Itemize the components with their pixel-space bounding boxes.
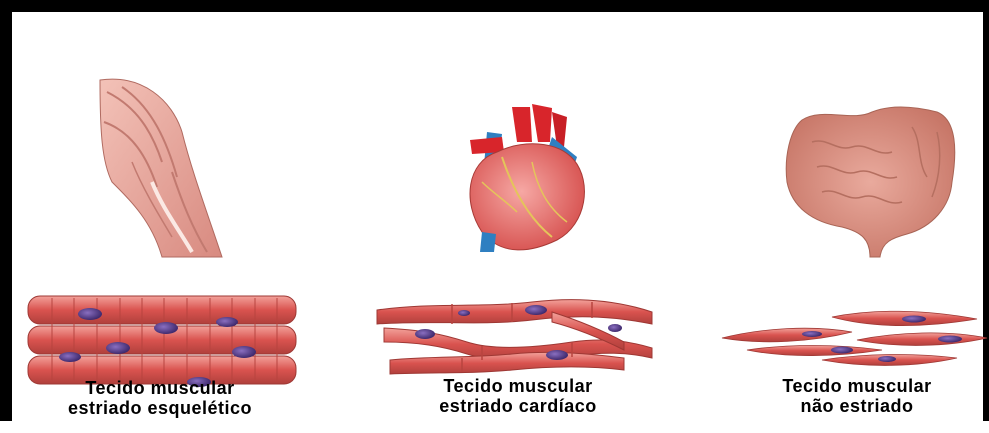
muscle-tissue-figure <box>12 12 989 433</box>
cardiac-muscle-fibers <box>377 300 652 374</box>
caption-smooth-line1: Tecido muscular <box>752 376 962 396</box>
caption-cardiac-line2: estriado cardíaco <box>408 396 628 416</box>
caption-cardiac-line1: Tecido muscular <box>408 376 628 396</box>
caption-smooth-line2: não estriado <box>752 396 962 416</box>
heart-illustration <box>470 104 584 252</box>
smooth-muscle-cells <box>722 311 987 365</box>
caption-smooth: Tecido muscular não estriado <box>752 376 962 416</box>
caption-cardiac: Tecido muscular estriado cardíaco <box>408 376 628 416</box>
arm-muscle-illustration <box>100 79 222 257</box>
figure-frame: Tecido muscular estriado esquelético Tec… <box>0 0 989 421</box>
caption-skeletal-line2: estriado esquelético <box>40 398 280 418</box>
intestine-illustration <box>786 107 955 257</box>
caption-skeletal-line1: Tecido muscular <box>40 378 280 398</box>
skeletal-muscle-fibers <box>28 296 296 387</box>
caption-skeletal: Tecido muscular estriado esquelético <box>40 378 280 418</box>
